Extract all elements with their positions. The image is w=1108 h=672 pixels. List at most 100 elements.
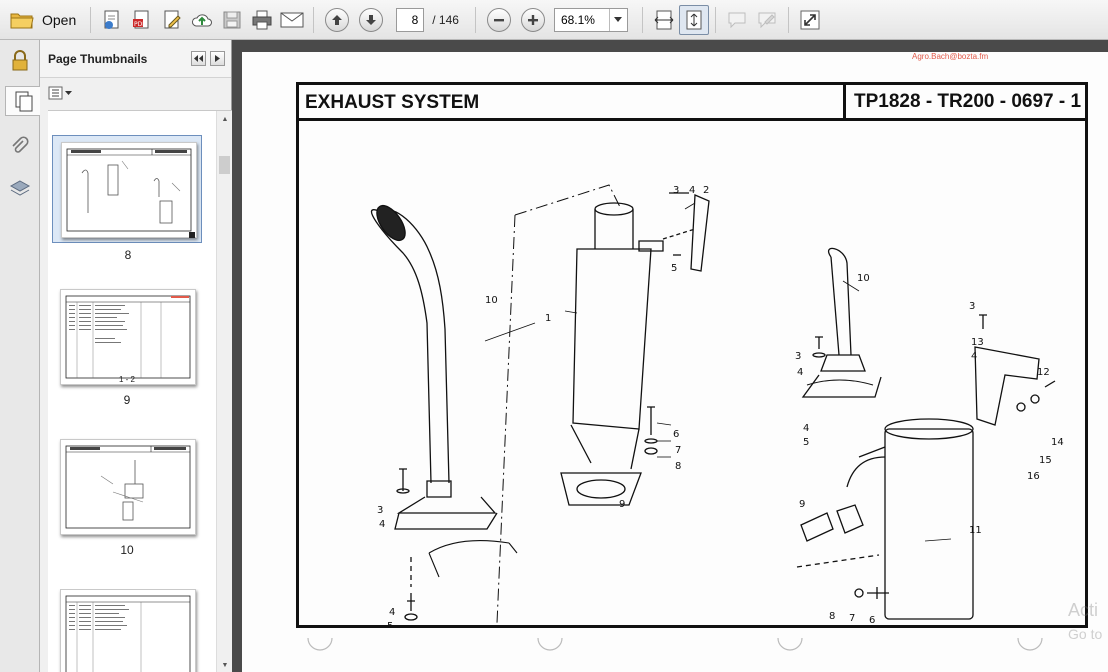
page-number-input[interactable]: 8 — [396, 7, 425, 32]
main-toolbar: Open PDF 8 / 146 68.1% — [0, 0, 1108, 40]
part-label-7: 7 — [849, 613, 855, 624]
cloud-upload-icon — [192, 13, 213, 26]
thumbnail-image — [60, 289, 196, 385]
svg-text:PDF: PDF — [134, 21, 146, 28]
part-label-9: 9 — [799, 499, 805, 510]
convert-pdf-button[interactable]: PDF — [127, 5, 157, 35]
activation-line-2: Go to — [1068, 626, 1103, 642]
part-label-6: 6 — [869, 615, 875, 626]
print-button[interactable] — [247, 5, 277, 35]
thumbnails-title: Page Thumbnails — [48, 51, 148, 66]
open-button[interactable]: Open — [0, 5, 84, 35]
page-thumbnails-panel: Page Thumbnails — [40, 40, 232, 672]
scroll-up-arrow-icon[interactable]: ▲ — [221, 115, 229, 123]
fit-width-button[interactable] — [649, 5, 679, 35]
fit-page-icon — [686, 10, 702, 29]
page-punch-holes — [307, 637, 1043, 651]
toolbar-separator — [714, 6, 716, 33]
zoom-value: 68.1% — [560, 12, 595, 27]
part-label-6: 6 — [673, 429, 679, 440]
pdf-page: Agro.Bach@bozta.fm EXHAUST SYSTEM TP1828… — [242, 52, 1108, 672]
pencil-document-icon — [164, 10, 181, 28]
previous-page-button[interactable] — [325, 7, 350, 32]
part-label-5: 5 — [803, 437, 809, 448]
fit-width-icon — [654, 10, 674, 29]
title-block: EXHAUST SYSTEM TP1828 - TR200 - 0697 - 1 — [299, 85, 1085, 121]
thumbnail-image — [60, 439, 196, 535]
chevron-right-icon — [215, 55, 220, 62]
zoom-in-button[interactable] — [520, 7, 545, 32]
thumbnail-current-marker — [189, 232, 195, 238]
part-label-3: 3 — [377, 505, 383, 516]
speech-bubble-icon — [728, 12, 746, 28]
chevron-down-icon[interactable] — [608, 8, 627, 31]
navigation-pane-strip — [0, 40, 41, 672]
expand-icon — [800, 10, 820, 29]
thumbnail-page-10[interactable]: 10 — [52, 439, 202, 559]
part-label-9: 9 — [619, 499, 625, 510]
drawing-number: TP1828 - TR200 - 0697 - 1 — [843, 85, 1083, 118]
part-label-4: 4 — [803, 423, 809, 434]
options-menu-icon — [48, 86, 72, 100]
toolbar-separator — [787, 6, 789, 33]
zoom-out-button[interactable] — [486, 7, 511, 32]
edit-pdf-button[interactable] — [157, 5, 187, 35]
next-page-button[interactable] — [359, 7, 384, 32]
thumbnail-page-caption: 1 - 2 — [118, 375, 135, 384]
attachments-button[interactable] — [5, 132, 35, 162]
toolbar-separator — [474, 6, 476, 33]
layers-button[interactable] — [5, 174, 35, 204]
scrollbar-thumb[interactable] — [219, 156, 230, 174]
exhaust-exploded-diagram: 1 2 3 4 5 6 7 8 9 10 3 4 4 5 10 11 12 — [370, 184, 1064, 627]
page-thumbnails-button[interactable] — [5, 86, 41, 116]
part-label-16: 16 — [1027, 471, 1040, 482]
arrow-down-icon — [366, 14, 377, 25]
open-label: Open — [42, 11, 77, 28]
upload-button[interactable] — [187, 5, 217, 35]
part-label-8: 8 — [675, 461, 681, 472]
part-label-14: 14 — [1051, 437, 1064, 448]
folder-icon — [10, 13, 34, 28]
save-button[interactable] — [217, 5, 247, 35]
zoom-select[interactable]: 68.1% — [553, 7, 628, 32]
comment-button[interactable] — [722, 5, 752, 35]
part-label-8: 8 — [829, 611, 835, 622]
part-label-3: 3 — [795, 351, 801, 362]
part-label-5: 5 — [387, 621, 393, 627]
layers-icon — [9, 180, 31, 196]
fit-page-button[interactable] — [678, 4, 709, 35]
thumbnail-image — [60, 589, 196, 672]
thumbnail-options-button[interactable] — [40, 78, 231, 108]
thumbnail-page-11[interactable] — [52, 589, 202, 672]
thumbnail-page-label: 10 — [120, 543, 134, 557]
expand-panel-button[interactable] — [210, 51, 225, 66]
document-gear-icon — [104, 10, 119, 29]
email-button[interactable] — [277, 5, 307, 35]
collapse-panel-button[interactable] — [191, 51, 206, 66]
part-label-13: 13 — [971, 337, 984, 348]
thumbnail-page-8[interactable]: 8 — [52, 135, 202, 262]
toolbar-separator — [641, 6, 643, 33]
pdf-convert-icon: PDF — [133, 10, 149, 28]
toolbar-separator — [90, 6, 92, 33]
thumbnail-page-9[interactable]: 1 - 2 9 — [52, 289, 202, 409]
part-label-10: 10 — [485, 295, 498, 306]
security-button[interactable] — [5, 46, 35, 76]
create-pdf-button[interactable] — [97, 5, 127, 35]
scroll-down-arrow-icon[interactable]: ▼ — [221, 661, 229, 669]
envelope-icon — [280, 12, 304, 27]
thumbnails-list[interactable]: 8 — [48, 110, 232, 672]
part-label-4: 4 — [689, 185, 695, 196]
part-label-3: 3 — [969, 301, 975, 312]
highlight-button[interactable] — [752, 5, 782, 35]
activation-watermark: Acti Go to — [1068, 598, 1102, 646]
activation-line-1: Acti — [1068, 600, 1099, 620]
thumbnails-scrollbar[interactable]: ▲ ▼ — [216, 111, 232, 672]
pen-comment-icon — [758, 12, 776, 28]
document-viewport[interactable]: Agro.Bach@bozta.fm EXHAUST SYSTEM TP1828… — [232, 40, 1108, 672]
part-label-4: 4 — [797, 367, 803, 378]
part-label-4: 4 — [389, 607, 395, 618]
full-screen-button[interactable] — [795, 5, 825, 35]
part-label-1: 1 — [545, 313, 551, 324]
part-label-4: 4 — [379, 519, 385, 530]
